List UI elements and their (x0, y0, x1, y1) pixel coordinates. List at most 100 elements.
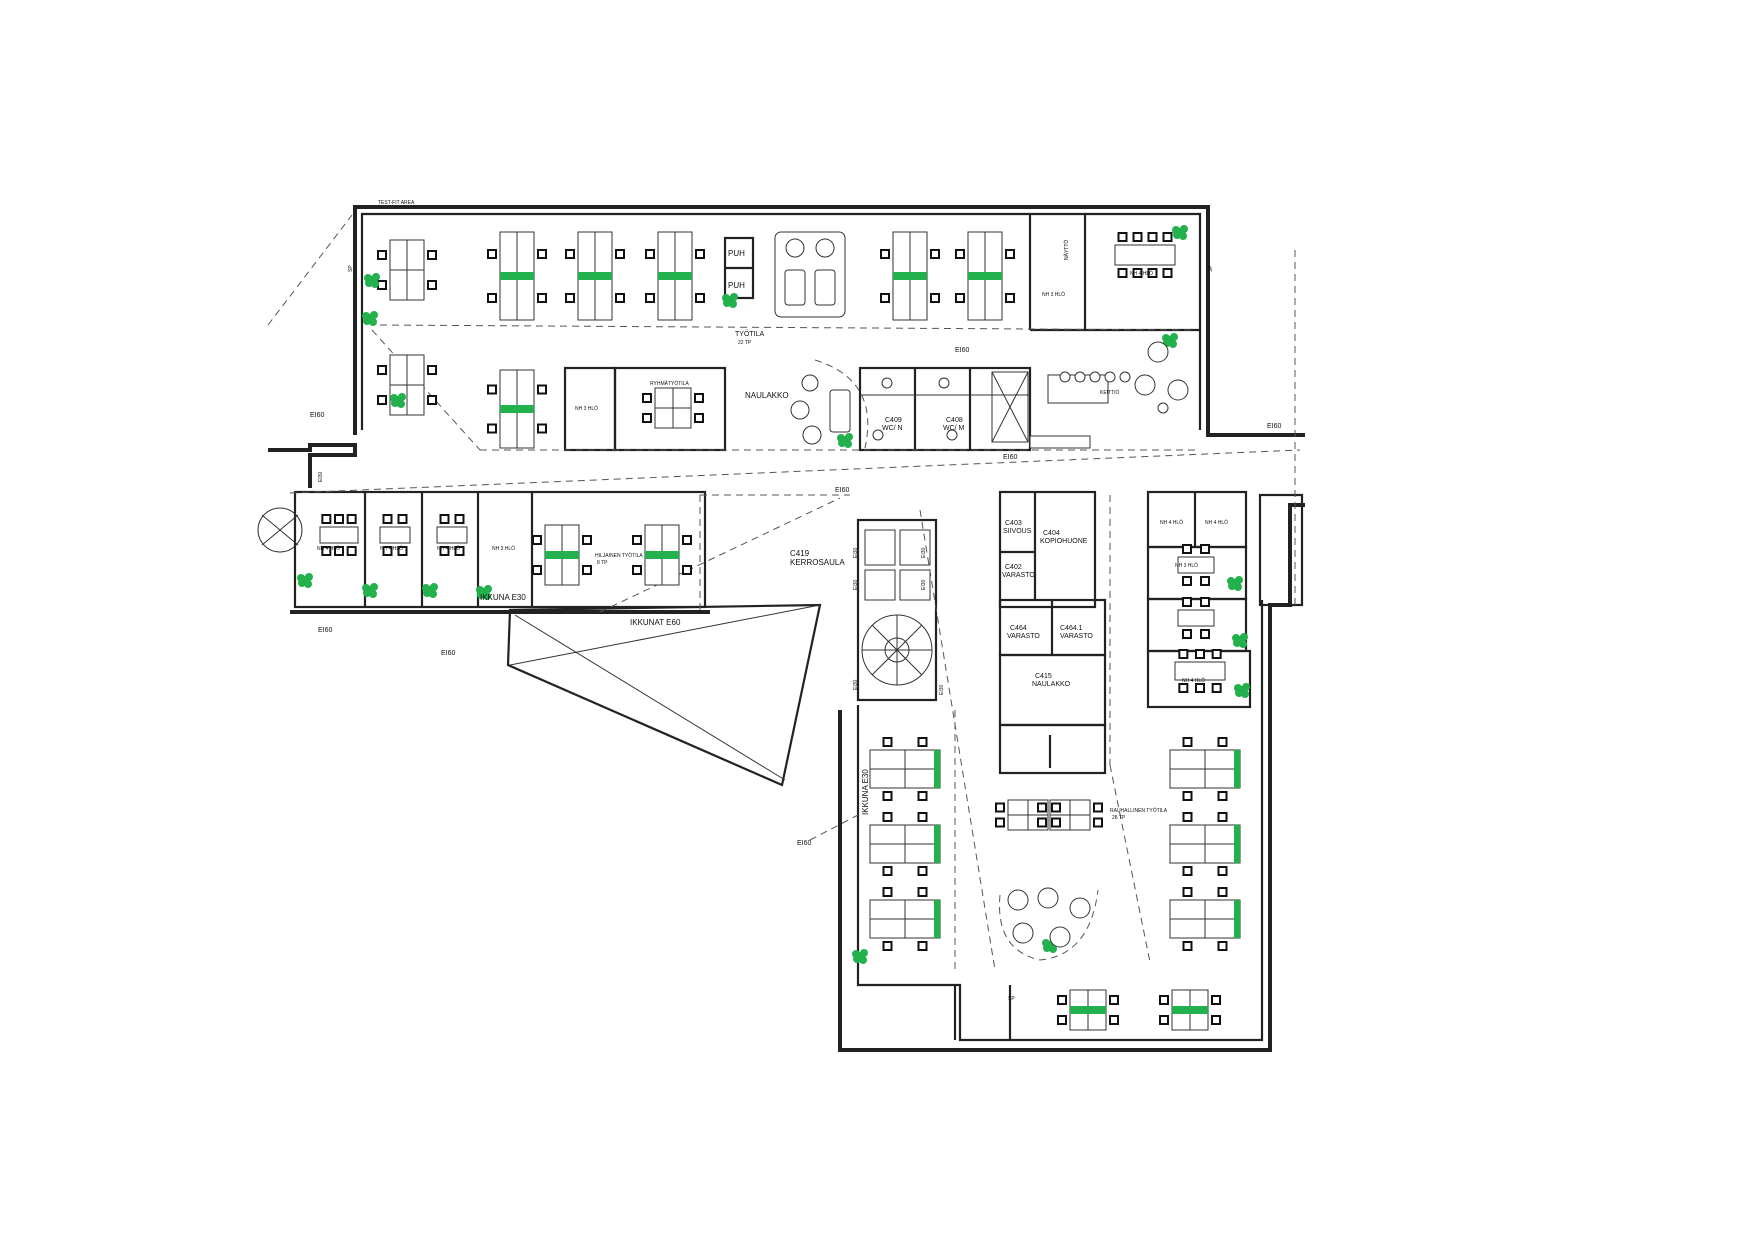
chair-seat (919, 889, 926, 895)
chair-seat (379, 252, 385, 258)
chair-seat (1095, 819, 1101, 826)
label-wc-n: WC/ N (882, 425, 903, 432)
plant-icon (722, 293, 738, 308)
label-ei60-g: EI60 (441, 650, 456, 657)
label-ei30-b: EI30 (853, 547, 859, 558)
chair-seat (1219, 793, 1226, 799)
green-screen (578, 272, 612, 280)
chair-seat (1161, 1017, 1167, 1023)
chair-seat (1053, 819, 1059, 826)
chair-seat (697, 251, 703, 257)
chair-seat (456, 516, 463, 522)
label-c402: C402 (1005, 564, 1022, 571)
label-sp1: SP (348, 265, 354, 272)
plant-icon (297, 573, 313, 588)
west-wing-wall (268, 443, 357, 488)
label-c409: C409 (885, 417, 902, 424)
north-wing-inner (360, 212, 1202, 430)
chair-seat (997, 804, 1003, 811)
chair-seat (379, 397, 385, 403)
label-naulakko: NAULAKKO (745, 391, 789, 400)
meeting-table (436, 526, 468, 544)
label-ikkunat-e60: IKKUNAT E60 (630, 618, 681, 627)
label-hiljainen: HILJAINEN TYÖTILA (595, 552, 643, 559)
chair-seat (1111, 1017, 1117, 1023)
chair-seat (489, 386, 495, 393)
chair-seat (489, 251, 495, 257)
chair-seat (348, 516, 355, 522)
plant-icon (1227, 576, 1243, 591)
chair-seat (336, 516, 342, 522)
label-nh4-w1: NH 4 HLÖ (317, 545, 340, 552)
chair-seat (384, 548, 391, 554)
chair-seat (1134, 270, 1141, 276)
chair-seat (1007, 295, 1013, 301)
green-screen (645, 551, 679, 559)
chair-seat (1202, 578, 1208, 584)
chair-seat (697, 295, 703, 301)
label-rauhaton: RAUHALLINEN TYÖTILA (1110, 807, 1168, 814)
chair-seat (884, 793, 891, 799)
chair-seat (1111, 997, 1117, 1003)
chair-seat (1184, 943, 1191, 949)
chair-seat (1161, 997, 1167, 1003)
plant-icon (476, 585, 492, 600)
chair-seat (1213, 1017, 1219, 1023)
chair-seat (919, 814, 926, 820)
chair-seat (1219, 814, 1226, 820)
west-stair (257, 507, 303, 553)
label-ikkuna-e30: IKKUNA E30 (480, 593, 526, 602)
chair-seat (1184, 599, 1190, 605)
chair-seat (884, 868, 891, 874)
label-rauhaton-tp: 28 TP (1112, 815, 1126, 821)
meeting-table (1177, 556, 1215, 574)
chair-seat (932, 251, 938, 257)
label-ei30-c: EI30 (921, 547, 927, 558)
label-naulakko-c415: NAULAKKO (1032, 681, 1071, 688)
plant-icon (1234, 683, 1250, 698)
chair-seat (1184, 631, 1190, 637)
west-wing-room-block (293, 490, 707, 609)
chair-seat (1184, 546, 1190, 552)
chair-seat (919, 793, 926, 799)
chair-seat (1039, 819, 1045, 826)
chair-seat (539, 295, 545, 301)
label-kopiohuone: KOPIOHUONE (1040, 538, 1088, 545)
label-test-fit: TEST-FIT AREA (378, 200, 415, 206)
label-siivous: SIIVOUS (1003, 528, 1032, 535)
label-tyotila-tp: 22 TP (738, 340, 752, 346)
chair-seat (1184, 739, 1191, 745)
chair-seat (567, 295, 573, 301)
chair-seat (932, 295, 938, 301)
label-nh4-w3: NH 4 HLÖ (437, 545, 460, 552)
chair-seat (1213, 997, 1219, 1003)
label-nh3-w: NH 3 HLÖ (492, 545, 515, 552)
chair-seat (534, 537, 540, 543)
chair-seat (647, 295, 653, 301)
plant-icon (852, 949, 868, 964)
chair-seat (1197, 651, 1203, 657)
chair-seat (441, 548, 448, 554)
label-nh4-e2: NH 4 HLÖ (1205, 519, 1228, 526)
label-ei60-h: EI60 (797, 840, 812, 847)
chair-seat (1164, 270, 1171, 276)
chair-seat (348, 548, 355, 554)
chair-seat (919, 868, 926, 874)
chair-seat (1164, 234, 1171, 240)
green-screen (968, 272, 1002, 280)
chair-seat (429, 397, 435, 403)
label-nh3-group: NH 3 HLÖ (575, 405, 598, 412)
label-c403: C403 (1005, 520, 1022, 527)
label-hiljainen-tp: 8 TP (597, 560, 608, 566)
chair-seat (1039, 804, 1045, 811)
label-c464: C464 (1010, 625, 1027, 632)
green-screen (1234, 825, 1240, 863)
meeting-table (379, 526, 411, 544)
meeting-table (1177, 609, 1215, 627)
green-screen (658, 272, 692, 280)
label-sp3: SP (1008, 996, 1015, 1002)
chair-seat (1219, 943, 1226, 949)
label-kerrosaula: KERROSAULA (790, 558, 845, 567)
green-screen (1172, 1006, 1208, 1014)
chair-seat (919, 739, 926, 745)
